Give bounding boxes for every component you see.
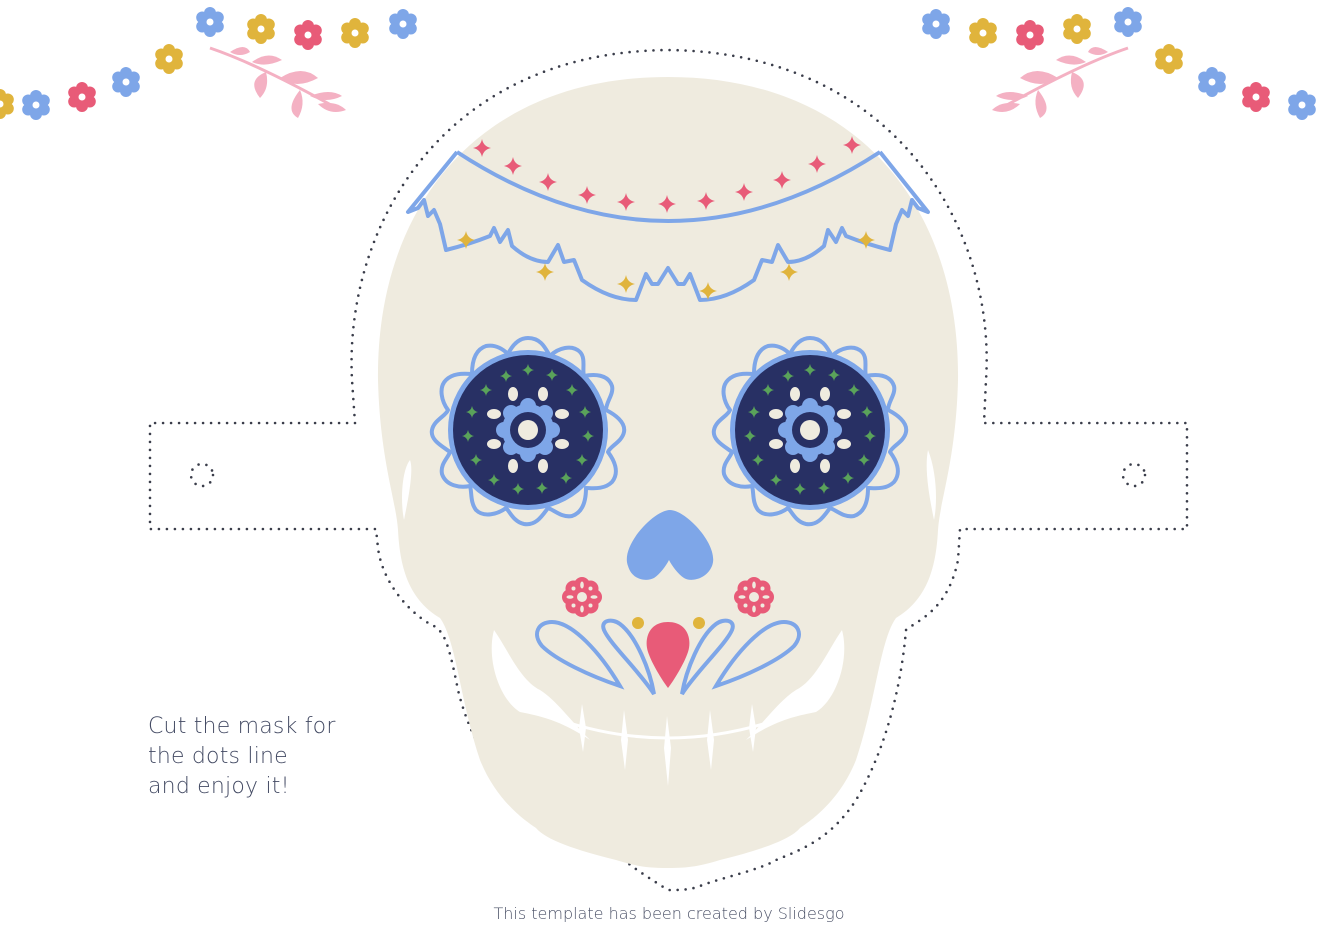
sugar-skull-icon <box>377 77 959 868</box>
nose-heart-icon <box>626 510 714 580</box>
right-cheek-flower-icon <box>734 577 774 617</box>
right-gold-dot <box>693 617 705 629</box>
pink-teardrop-icon <box>646 622 690 688</box>
right-flower-garland <box>922 7 1316 120</box>
instruction-line-3: and enjoy it! <box>148 774 290 799</box>
right-leaf-branch-icon <box>992 46 1129 118</box>
instruction-line-2: the dots line <box>148 744 288 769</box>
left-strap-hole-icon <box>189 462 215 488</box>
left-leaf-branch-icon <box>209 46 346 118</box>
left-flower-garland <box>0 7 417 120</box>
mouth-petals <box>535 618 801 696</box>
dotted-cut-line-icon <box>148 48 1189 892</box>
forehead-band <box>406 150 930 302</box>
cut-instructions: Cut the mask for the dots line and enjoy… <box>148 712 408 802</box>
right-strap-hole-icon <box>1121 462 1147 488</box>
left-gold-dot <box>632 617 644 629</box>
left-cheek-flower-icon <box>562 577 602 617</box>
footer-credit: This template has been created by Slides… <box>493 904 845 923</box>
instruction-line-1: Cut the mask for <box>148 714 336 739</box>
